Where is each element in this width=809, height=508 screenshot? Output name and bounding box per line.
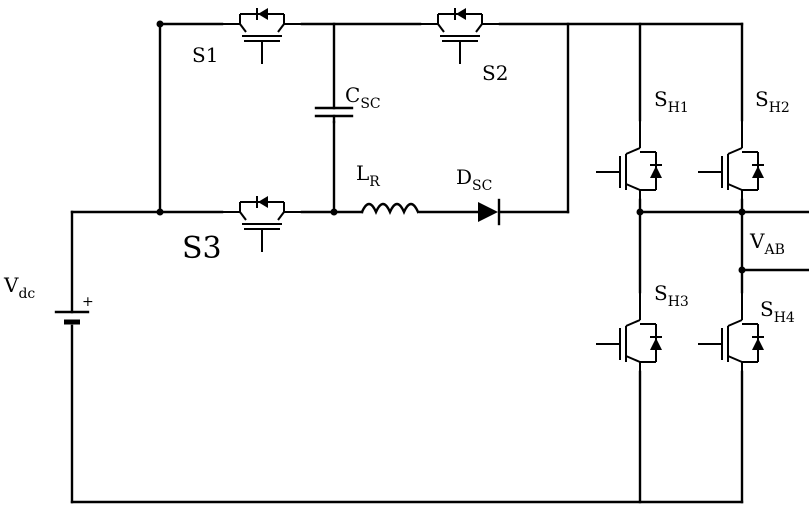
diode-icon bbox=[478, 198, 501, 226]
label-lr: LR bbox=[356, 161, 380, 190]
label-vab: VAB bbox=[749, 229, 785, 258]
label-sh2: SH2 bbox=[755, 87, 790, 116]
label-sh4: SH4 bbox=[760, 297, 795, 326]
igbt-sh3-icon bbox=[595, 291, 663, 373]
label-vdc: Vdc bbox=[3, 273, 35, 302]
capacitor-icon bbox=[314, 106, 354, 124]
inductor-icon bbox=[360, 202, 420, 215]
igbt-sh4-icon bbox=[697, 291, 765, 373]
igbt-s3-icon bbox=[221, 195, 303, 253]
label-sh3: SH3 bbox=[654, 281, 689, 310]
igbt-s2-icon bbox=[419, 7, 501, 65]
igbt-sh2-icon bbox=[697, 119, 765, 201]
label-dsc: DSC bbox=[456, 165, 492, 194]
igbt-s1-icon bbox=[221, 7, 303, 65]
wires bbox=[70, 22, 809, 504]
junction-dots bbox=[156, 20, 746, 274]
battery-icon bbox=[54, 310, 90, 325]
label-s2: S2 bbox=[482, 61, 508, 85]
label-s3: S3 bbox=[182, 231, 222, 266]
label-s1: S1 bbox=[192, 43, 218, 67]
label-csc: CSC bbox=[345, 83, 381, 112]
label-plus: + bbox=[82, 294, 94, 310]
component-labels: S1 S2 S3 CSC LR DSC Vdc + SH1 SH2 SH3 SH… bbox=[3, 43, 795, 326]
igbt-sh1-icon bbox=[595, 119, 663, 201]
label-sh1: SH1 bbox=[654, 87, 689, 116]
